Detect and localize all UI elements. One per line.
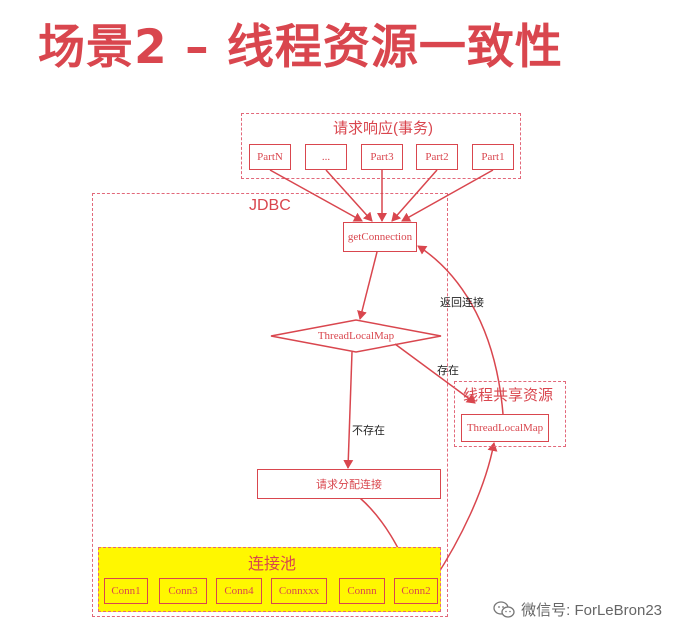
pool-conn-n: Connn bbox=[339, 578, 385, 604]
connection-pool-label: 连接池 bbox=[248, 556, 297, 573]
edge-label-return-connection: 返回连接 bbox=[440, 296, 484, 309]
edge-label-exists: 存在 bbox=[437, 364, 459, 377]
thread-local-map-diamond bbox=[270, 319, 442, 353]
request-group-label: 请求响应(事务) bbox=[333, 120, 433, 137]
thread-local-map-label: ThreadLocalMap bbox=[317, 330, 395, 342]
jdbc-group-label: JDBC bbox=[249, 197, 291, 214]
shared-thread-local-map-node: ThreadLocalMap bbox=[461, 414, 549, 442]
part-3-node: Part3 bbox=[361, 144, 403, 170]
pool-conn-4: Conn4 bbox=[216, 578, 262, 604]
pool-conn-2: Conn2 bbox=[394, 578, 438, 604]
page-title: 场景2 – 线程资源一致性 bbox=[38, 20, 563, 75]
watermark: 微信号: ForLeBron23 bbox=[493, 599, 662, 620]
pool-conn-1: Conn1 bbox=[104, 578, 148, 604]
get-connection-node: getConnection bbox=[343, 222, 417, 252]
edge-label-not-exists: 不存在 bbox=[352, 424, 385, 437]
part-n-node: PartN bbox=[249, 144, 291, 170]
part-2-node: Part2 bbox=[416, 144, 458, 170]
shared-resource-group bbox=[454, 381, 566, 447]
request-group bbox=[241, 113, 521, 179]
shared-resource-group-label: 线程共享资源 bbox=[463, 387, 554, 404]
part-1-node: Part1 bbox=[472, 144, 514, 170]
wechat-icon bbox=[493, 600, 515, 618]
part-ellipsis-node: ... bbox=[305, 144, 347, 170]
pool-conn-3: Conn3 bbox=[159, 578, 207, 604]
watermark-text: 微信号: ForLeBron23 bbox=[521, 602, 662, 619]
pool-conn-xxx: Connxxx bbox=[271, 578, 327, 604]
request-alloc-node: 请求分配连接 bbox=[257, 469, 441, 499]
jdbc-group bbox=[92, 193, 448, 617]
